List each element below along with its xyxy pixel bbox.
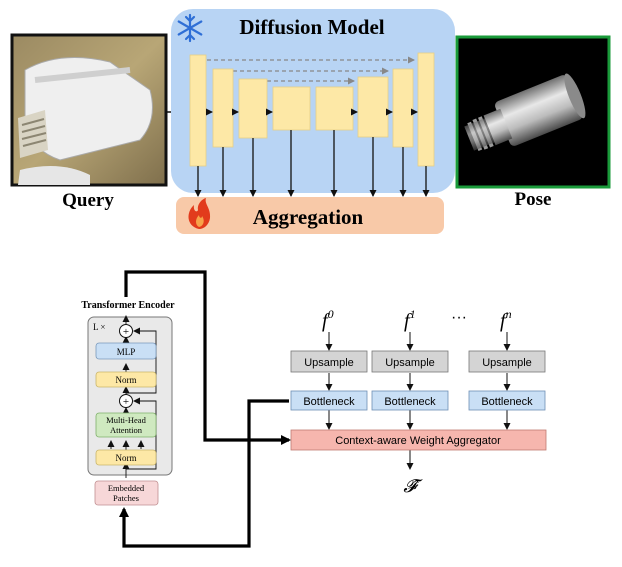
feature-bar-3: [238, 78, 268, 139]
embedded-label-line2: Patches: [113, 493, 139, 503]
aggregation-label: Aggregation: [253, 205, 364, 229]
norm-bottom-label: Norm: [116, 453, 137, 463]
weight-aggregator-label: Context-aware Weight Aggregator: [335, 435, 501, 447]
skip-connections: [207, 56, 415, 85]
upsample-blocks: [290, 350, 546, 373]
feature-label-1: f1: [404, 307, 416, 332]
pose-label: Pose: [515, 189, 552, 210]
encoder-to-aggregator-connector: [124, 270, 291, 445]
query-image: [10, 33, 168, 187]
embedded-patches-block: [94, 480, 159, 506]
feature-bar-4: [272, 86, 311, 131]
feature-bar-7: [392, 68, 414, 148]
unet-feature-bars: [189, 52, 435, 167]
mlp-label: MLP: [117, 347, 136, 357]
upsample-label-n: Upsample: [482, 357, 532, 369]
norm-top-block: [95, 371, 157, 388]
bottleneck-block-1: [371, 390, 449, 411]
residual-add-top: [119, 324, 133, 338]
bottleneck-to-embedded-connector: [119, 399, 289, 548]
feature-labels: f0 f1 fn: [322, 307, 512, 332]
upsample-block-0: [290, 350, 368, 373]
upsample-label-0: Upsample: [304, 357, 354, 369]
norm-top-label: Norm: [116, 375, 137, 385]
residual-add-top-sign: +: [123, 326, 129, 338]
upsample-label-1: Upsample: [385, 357, 435, 369]
diffusion-model-panel: [171, 9, 455, 193]
query-label: Query: [62, 190, 114, 211]
aggregation-block: [176, 197, 444, 234]
weight-aggregator-block: [290, 429, 547, 451]
feature-bar-5: [315, 86, 354, 131]
attention-label-line1: Multi-Head: [106, 415, 146, 425]
feature-bar-1: [189, 54, 207, 167]
diffusion-model-title: Diffusion Model: [239, 15, 384, 39]
residual-add-bottom-sign: +: [123, 396, 129, 408]
norm-bottom-block: [95, 449, 157, 466]
residual-add-bottom: [119, 394, 133, 408]
bottleneck-blocks: [290, 390, 546, 411]
feature-label-0: f0: [322, 307, 334, 332]
bottleneck-label-n: Bottleneck: [481, 396, 533, 408]
output-label: 𝓕̂: [403, 476, 423, 496]
attention-block: [95, 412, 157, 438]
upsample-block-1: [371, 350, 449, 373]
attention-label-line2: Attention: [110, 425, 143, 435]
feature-bar-6: [357, 76, 389, 138]
bottleneck-label-0: Bottleneck: [303, 396, 355, 408]
pose-image: [455, 35, 611, 189]
feature-down-arrows: [194, 130, 430, 197]
embedded-label-line1: Embedded: [108, 483, 145, 493]
bottleneck-label-1: Bottleneck: [384, 396, 436, 408]
bottleneck-block-0: [290, 390, 368, 411]
snowflake-icon: [177, 13, 203, 43]
feature-label-n: fn: [500, 307, 512, 332]
aggregator-arrows: [325, 332, 511, 470]
transformer-title: Transformer Encoder: [81, 300, 175, 311]
feature-ellipsis: ···: [451, 309, 467, 326]
feature-bar-8: [417, 52, 435, 167]
bottleneck-block-n: [468, 390, 546, 411]
mlp-block: [95, 342, 157, 360]
upsample-block-n: [468, 350, 546, 373]
fire-icon: [188, 198, 211, 229]
feature-bar-2: [212, 68, 234, 148]
transformer-repeat: L ×: [93, 322, 106, 332]
